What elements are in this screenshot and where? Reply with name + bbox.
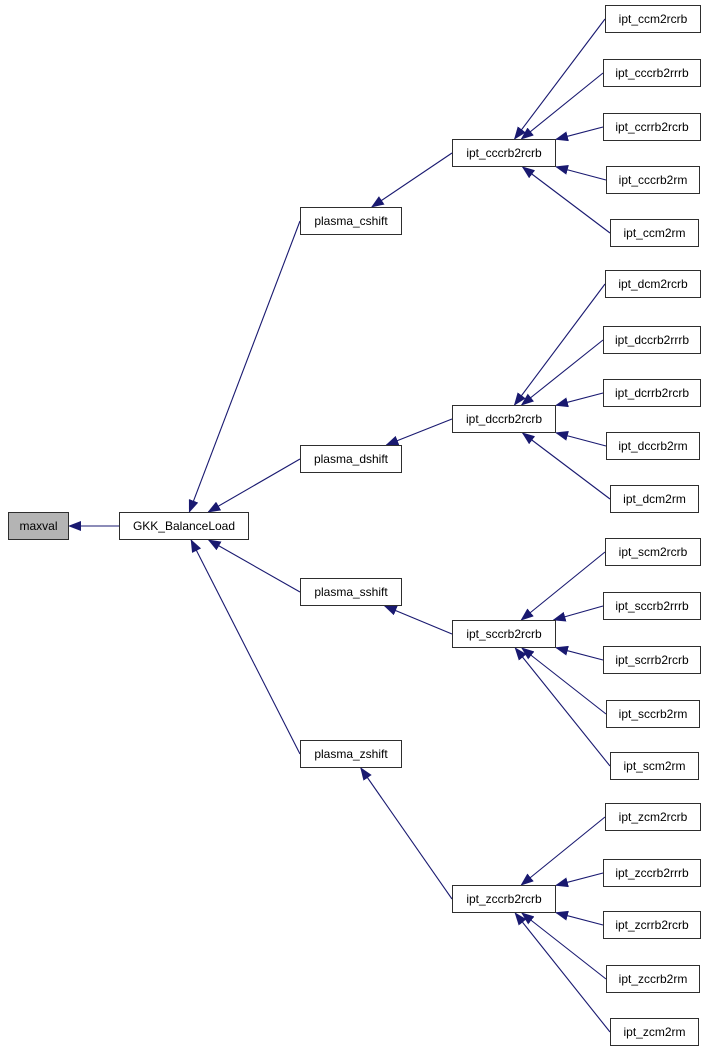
graph-node-label: ipt_scm2rm xyxy=(623,759,686,773)
graph-node-label: ipt_dccrb2rm xyxy=(618,439,688,453)
call-edge-plasma_sshift-to-GKK_BalanceLoad xyxy=(207,539,301,593)
graph-node-label: plasma_dshift xyxy=(313,452,389,466)
graph-node-label: ipt_sccrb2rrrb xyxy=(615,599,689,613)
graph-node-label: ipt_scm2rcrb xyxy=(618,545,688,559)
call-edge-ipt_cccrb2rrrb-to-ipt_cccrb2rcrb xyxy=(520,72,604,140)
call-edge-plasma_cshift-to-GKK_BalanceLoad xyxy=(188,220,301,513)
call-edge-ipt_ccrrb2rcrb-to-ipt_cccrb2rcrb xyxy=(555,126,604,142)
call-edge-ipt_zcm2rm-to-ipt_zccrb2rcrb xyxy=(514,912,611,1033)
graph-node-ipt_sccrb2rrrb[interactable]: ipt_sccrb2rrrb xyxy=(603,592,701,620)
graph-node-label: ipt_zcm2rcrb xyxy=(618,810,688,824)
graph-node-label: plasma_cshift xyxy=(314,214,388,228)
graph-node-GKK_BalanceLoad[interactable]: GKK_BalanceLoad xyxy=(119,512,249,540)
call-edge-ipt_dccrb2rrrb-to-ipt_dccrb2rcrb xyxy=(520,339,604,406)
graph-node-ipt_cccrb2rcrb[interactable]: ipt_cccrb2rcrb xyxy=(452,139,556,167)
graph-node-label: ipt_ccm2rm xyxy=(623,226,686,240)
graph-node-label: ipt_sccrb2rm xyxy=(618,707,688,721)
call-edge-ipt_sccrb2rcrb-to-plasma_sshift xyxy=(383,605,453,635)
graph-node-ipt_zcm2rcrb[interactable]: ipt_zcm2rcrb xyxy=(605,803,701,831)
graph-node-ipt_zcm2rm[interactable]: ipt_zcm2rm xyxy=(610,1018,699,1046)
graph-node-ipt_zccrb2rm[interactable]: ipt_zccrb2rm xyxy=(606,965,700,993)
graph-node-label: GKK_BalanceLoad xyxy=(132,519,236,533)
graph-node-plasma_sshift[interactable]: plasma_sshift xyxy=(300,578,402,606)
call-edge-ipt_dccrb2rcrb-to-plasma_dshift xyxy=(385,418,453,446)
call-edge-ipt_zcm2rcrb-to-ipt_zccrb2rcrb xyxy=(520,816,606,886)
graph-node-label: ipt_cccrb2rm xyxy=(618,173,688,187)
call-edge-ipt_dcm2rcrb-to-ipt_dccrb2rcrb xyxy=(513,283,606,406)
call-edge-ipt_ccm2rcrb-to-ipt_cccrb2rcrb xyxy=(513,18,606,140)
graph-node-plasma_cshift[interactable]: plasma_cshift xyxy=(300,207,402,235)
graph-node-ipt_dcm2rm[interactable]: ipt_dcm2rm xyxy=(610,485,699,513)
graph-node-ipt_scm2rm[interactable]: ipt_scm2rm xyxy=(610,752,699,780)
call-edge-ipt_ccm2rm-to-ipt_cccrb2rcrb xyxy=(521,166,611,234)
call-edge-ipt_sccrb2rm-to-ipt_sccrb2rcrb xyxy=(521,647,607,715)
graph-node-ipt_ccm2rcrb[interactable]: ipt_ccm2rcrb xyxy=(605,5,701,33)
call-edge-plasma_zshift-to-GKK_BalanceLoad xyxy=(190,539,301,755)
call-edge-ipt_zccrb2rrrb-to-ipt_zccrb2rcrb xyxy=(555,872,604,888)
call-edge-ipt_scm2rcrb-to-ipt_sccrb2rcrb xyxy=(520,551,606,621)
call-edge-ipt_sccrb2rrrb-to-ipt_sccrb2rcrb xyxy=(552,605,604,622)
graph-node-ipt_dcm2rcrb[interactable]: ipt_dcm2rcrb xyxy=(605,270,701,298)
graph-node-ipt_ccm2rm[interactable]: ipt_ccm2rm xyxy=(610,219,699,247)
call-edge-ipt_zcrrb2rcrb-to-ipt_zccrb2rcrb xyxy=(555,910,604,926)
graph-node-ipt_cccrb2rrrb[interactable]: ipt_cccrb2rrrb xyxy=(603,59,701,87)
graph-node-maxval: maxval xyxy=(8,512,69,540)
graph-node-label: ipt_ccrrb2rcrb xyxy=(615,120,689,134)
graph-node-label: plasma_zshift xyxy=(314,747,388,761)
graph-node-label: ipt_zccrb2rcrb xyxy=(466,892,542,906)
graph-node-ipt_scrrb2rcrb[interactable]: ipt_scrrb2rcrb xyxy=(603,646,701,674)
graph-node-label: ipt_dcm2rm xyxy=(623,492,686,506)
graph-node-ipt_zcrrb2rcrb[interactable]: ipt_zcrrb2rcrb xyxy=(603,911,701,939)
graph-node-ipt_dccrb2rcrb[interactable]: ipt_dccrb2rcrb xyxy=(452,405,556,433)
call-edge-ipt_dccrb2rm-to-ipt_dccrb2rcrb xyxy=(555,431,607,447)
call-edge-ipt_cccrb2rm-to-ipt_cccrb2rcrb xyxy=(555,165,607,181)
graph-node-label: ipt_zccrb2rm xyxy=(618,972,688,986)
graph-node-ipt_dccrb2rm[interactable]: ipt_dccrb2rm xyxy=(606,432,700,460)
graph-node-label: maxval xyxy=(19,519,58,533)
graph-node-label: ipt_dcm2rcrb xyxy=(618,277,688,291)
graph-node-ipt_sccrb2rcrb[interactable]: ipt_sccrb2rcrb xyxy=(452,620,556,648)
call-edge-ipt_dcrrb2rcrb-to-ipt_dccrb2rcrb xyxy=(555,392,604,408)
graph-node-label: ipt_dcrrb2rcrb xyxy=(614,386,690,400)
graph-node-ipt_dcrrb2rcrb[interactable]: ipt_dcrrb2rcrb xyxy=(603,379,701,407)
call-edge-ipt_scm2rm-to-ipt_sccrb2rcrb xyxy=(514,647,611,767)
call-edge-ipt_zccrb2rcrb-to-plasma_zshift xyxy=(360,767,453,900)
graph-node-label: plasma_sshift xyxy=(314,585,388,599)
graph-node-ipt_scm2rcrb[interactable]: ipt_scm2rcrb xyxy=(605,538,701,566)
graph-node-ipt_dccrb2rrrb[interactable]: ipt_dccrb2rrrb xyxy=(603,326,701,354)
call-edge-plasma_dshift-to-GKK_BalanceLoad xyxy=(207,458,301,513)
call-edge-ipt_zccrb2rm-to-ipt_zccrb2rcrb xyxy=(521,912,607,980)
graph-node-label: ipt_sccrb2rcrb xyxy=(466,627,542,641)
graph-node-label: ipt_zccrb2rrrb xyxy=(615,866,689,880)
graph-node-label: ipt_dccrb2rrrb xyxy=(614,333,690,347)
graph-node-ipt_ccrrb2rcrb[interactable]: ipt_ccrrb2rcrb xyxy=(603,113,701,141)
graph-node-ipt_cccrb2rm[interactable]: ipt_cccrb2rm xyxy=(606,166,700,194)
call-edge-ipt_dcm2rm-to-ipt_dccrb2rcrb xyxy=(521,432,611,500)
call-edge-ipt_cccrb2rcrb-to-plasma_cshift xyxy=(370,152,453,208)
graph-node-ipt_zccrb2rrrb[interactable]: ipt_zccrb2rrrb xyxy=(603,859,701,887)
graph-node-plasma_zshift[interactable]: plasma_zshift xyxy=(300,740,402,768)
graph-node-label: ipt_zcm2rm xyxy=(623,1025,686,1039)
graph-node-label: ipt_dccrb2rcrb xyxy=(465,412,543,426)
graph-node-label: ipt_cccrb2rrrb xyxy=(615,66,689,80)
call-edge-ipt_scrrb2rcrb-to-ipt_sccrb2rcrb xyxy=(555,645,604,661)
graph-node-ipt_sccrb2rm[interactable]: ipt_sccrb2rm xyxy=(606,700,700,728)
graph-node-plasma_dshift[interactable]: plasma_dshift xyxy=(300,445,402,473)
graph-node-ipt_zccrb2rcrb[interactable]: ipt_zccrb2rcrb xyxy=(452,885,556,913)
graph-node-label: ipt_zcrrb2rcrb xyxy=(615,918,689,932)
graph-node-label: ipt_scrrb2rcrb xyxy=(615,653,689,667)
graph-node-label: ipt_ccm2rcrb xyxy=(618,12,688,26)
graph-node-label: ipt_cccrb2rcrb xyxy=(466,146,542,160)
